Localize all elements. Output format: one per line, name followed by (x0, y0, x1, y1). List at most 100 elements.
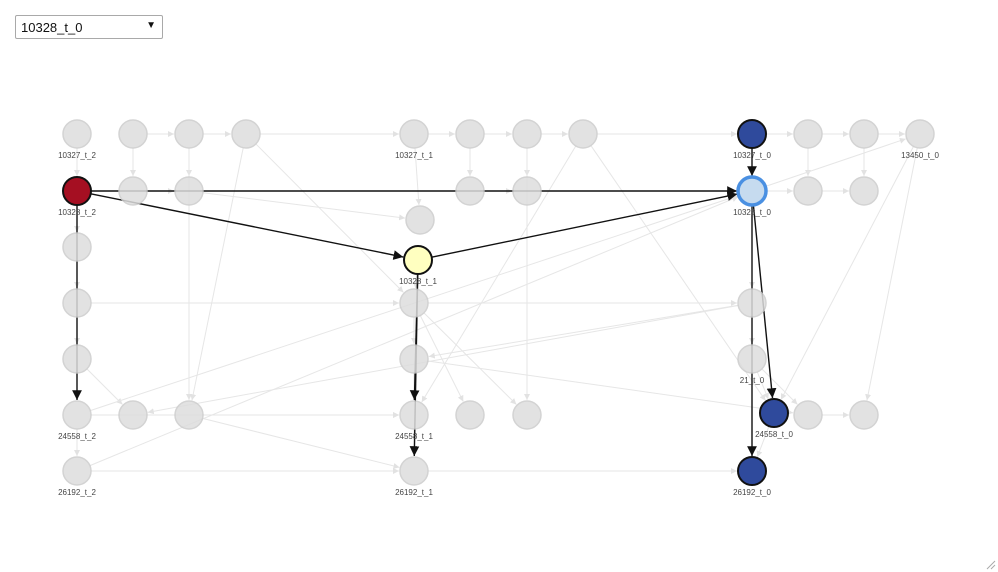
graph-node-26192_t_0[interactable]: 26192_t_0 (733, 456, 771, 497)
graph-node-24558_t_1[interactable]: 24558_t_1 (395, 400, 433, 441)
node-circle[interactable] (905, 119, 935, 149)
graph-node-26192_t_1[interactable]: 26192_t_1 (395, 456, 433, 497)
faint-edge-10328_t_1-to-i2 (412, 273, 419, 289)
graph-node-a3[interactable] (231, 119, 261, 149)
graph-node-e1[interactable] (455, 176, 485, 206)
graph-node-l2[interactable] (512, 400, 542, 430)
graph-node-10328_t_1[interactable]: 10328_t_1 (399, 245, 437, 286)
node-circle[interactable] (793, 176, 823, 206)
graph-node-f2[interactable] (849, 176, 879, 206)
graph-node-k1[interactable] (118, 400, 148, 430)
node-circle[interactable] (793, 119, 823, 149)
graph-node-d1[interactable] (118, 176, 148, 206)
node-circle[interactable] (455, 176, 485, 206)
faint-edge-j1-to-k1 (86, 368, 123, 405)
node-circle[interactable] (512, 119, 542, 149)
node-circle[interactable] (118, 176, 148, 206)
faint-edge-24558_t_0-to-26192_t_0 (756, 425, 770, 458)
node-circle[interactable] (455, 400, 485, 430)
node-circle[interactable] (62, 400, 92, 430)
graph-node-i3[interactable] (737, 288, 767, 318)
node-circle[interactable] (405, 205, 435, 235)
graph-node-24558_t_0[interactable]: 24558_t_0 (755, 398, 793, 439)
faint-edge-a3-to-k2 (190, 147, 244, 401)
graph-node-b1[interactable] (455, 119, 485, 149)
graph-node-i1[interactable] (62, 288, 92, 318)
node-circle[interactable] (737, 119, 767, 149)
graph-node-g1[interactable] (405, 205, 435, 235)
node-circle[interactable] (793, 400, 823, 430)
node-circle[interactable] (736, 175, 768, 207)
node-circle[interactable] (62, 232, 92, 262)
graph-node-f1[interactable] (793, 176, 823, 206)
node-circle[interactable] (849, 119, 879, 149)
faint-edge-a3-to-i2 (255, 143, 404, 293)
graph-node-b3[interactable] (568, 119, 598, 149)
graph-node-i2[interactable] (399, 288, 429, 318)
node-circle[interactable] (174, 176, 204, 206)
node-circle[interactable] (62, 119, 92, 149)
node-circle[interactable] (512, 176, 542, 206)
node-circle[interactable] (849, 176, 879, 206)
faint-edge-d2-to-g1 (202, 192, 406, 221)
node-circle[interactable] (118, 119, 148, 149)
graph-node-a2[interactable] (174, 119, 204, 149)
node-circle[interactable] (403, 245, 433, 275)
node-select-dropdown[interactable]: 10328_t_0 ▼ (15, 15, 163, 39)
graph-node-b2[interactable] (512, 119, 542, 149)
selected-node-value: 10328_t_0 (21, 20, 83, 35)
node-circle[interactable] (399, 344, 429, 374)
node-label: 26192_t_0 (733, 488, 771, 497)
node-label: 24558_t_0 (755, 430, 793, 439)
graph-node-10327_t_1[interactable]: 10327_t_1 (395, 119, 433, 160)
node-circle[interactable] (231, 119, 261, 149)
node-circle[interactable] (737, 456, 767, 486)
chevron-down-icon: ▼ (146, 20, 156, 31)
node-circle[interactable] (568, 119, 598, 149)
node-label: 10328_t_1 (399, 277, 437, 286)
resize-grip-icon[interactable] (986, 560, 996, 570)
graph-node-m2[interactable] (849, 400, 879, 430)
graph-node-26192_t_2[interactable]: 26192_t_2 (58, 456, 96, 497)
graph-node-k2[interactable] (174, 400, 204, 430)
node-circle[interactable] (174, 400, 204, 430)
node-circle[interactable] (62, 176, 92, 206)
graph-node-13450_t_0[interactable]: 13450_t_0 (901, 119, 939, 160)
node-circle[interactable] (455, 119, 485, 149)
node-circle[interactable] (759, 398, 789, 428)
node-circle[interactable] (849, 400, 879, 430)
graph-node-c1[interactable] (793, 119, 823, 149)
faint-edge-10328_t_0-to-13450_t_0 (765, 137, 906, 187)
node-circle[interactable] (62, 288, 92, 318)
node-circle[interactable] (399, 400, 429, 430)
graph-node-j1[interactable] (62, 344, 92, 374)
node-circle[interactable] (62, 344, 92, 374)
node-circle[interactable] (399, 119, 429, 149)
graph-node-10327_t_2[interactable]: 10327_t_2 (58, 119, 96, 160)
graph-node-10327_t_0[interactable]: 10327_t_0 (733, 119, 771, 160)
node-circle[interactable] (737, 344, 767, 374)
graph-node-m1[interactable] (793, 400, 823, 430)
graph-node-j2[interactable] (399, 344, 429, 374)
node-circle[interactable] (737, 288, 767, 318)
graph-node-e2[interactable] (512, 176, 542, 206)
node-label: 10327_t_1 (395, 151, 433, 160)
graph-node-d2[interactable] (174, 176, 204, 206)
graph-node-h1[interactable] (62, 232, 92, 262)
node-circle[interactable] (174, 119, 204, 149)
node-circle[interactable] (118, 400, 148, 430)
faint-edge-13450_t_0-to-m2 (865, 147, 918, 401)
graph-node-l1[interactable] (455, 400, 485, 430)
graph-node-c2[interactable] (849, 119, 879, 149)
node-circle[interactable] (62, 456, 92, 486)
node-circle[interactable] (399, 456, 429, 486)
graph-node-24558_t_2[interactable]: 24558_t_2 (58, 400, 96, 441)
node-label: 13450_t_0 (901, 151, 939, 160)
graph-node-21_t_0[interactable]: 21_t_0 (737, 344, 767, 385)
node-circle[interactable] (399, 288, 429, 318)
graph-node-10328_t_2[interactable]: 10328_t_2 (58, 176, 96, 217)
graph-node-a1[interactable] (118, 119, 148, 149)
node-circle[interactable] (512, 400, 542, 430)
graph-node-10328_t_0[interactable]: 10328_t_0 (733, 175, 771, 217)
